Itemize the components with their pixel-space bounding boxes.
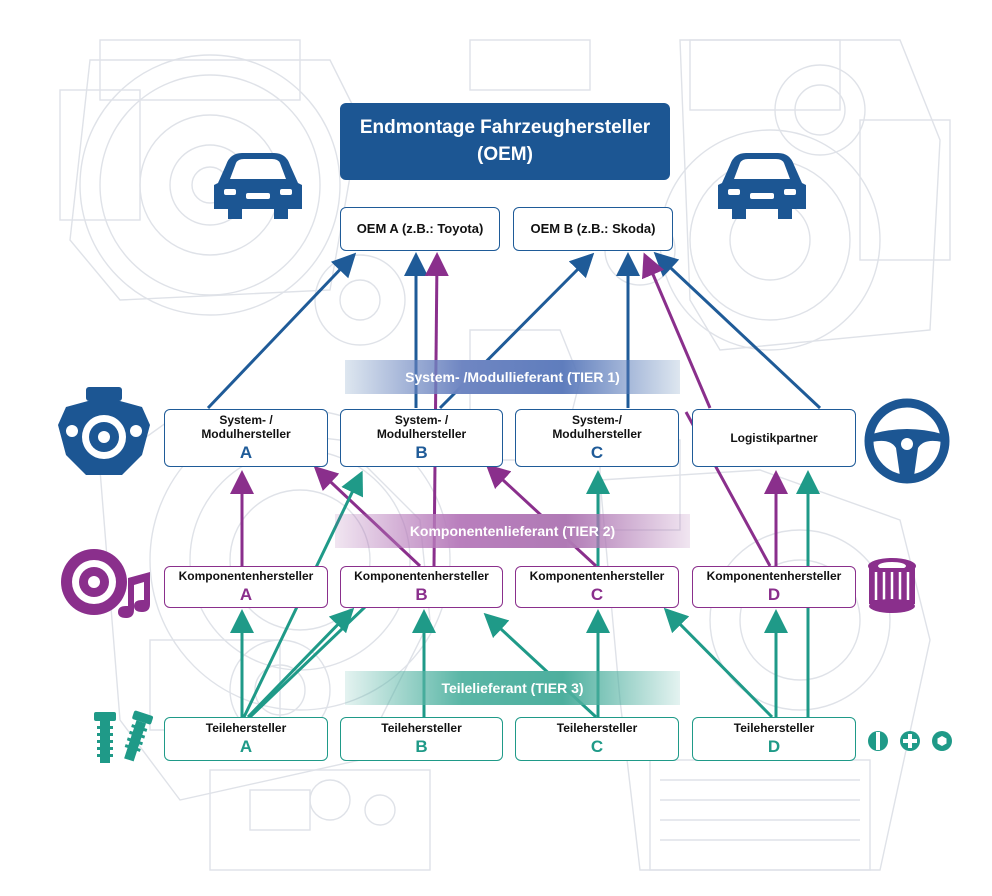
fastener-heads-icon	[868, 731, 952, 751]
tier3-label: Teilehersteller	[733, 721, 815, 736]
oem-b-box: OEM B (z.B.: Skoda)	[513, 207, 673, 251]
tier3-band: Teilelieferant (TIER 3)	[345, 671, 680, 705]
tier3-letter: C	[590, 736, 604, 756]
tier2-letter: A	[239, 584, 253, 604]
oem-main-line2: (OEM)	[477, 143, 533, 165]
car-icon	[718, 153, 806, 219]
tier2-label: Komponentenhersteller	[706, 569, 842, 584]
tier3-label: Teilehersteller	[556, 721, 638, 736]
tier3-label: Teilehersteller	[205, 721, 287, 736]
engine-icon	[58, 387, 150, 475]
tier2-box-c: Komponentenhersteller C	[515, 566, 679, 608]
arrow-logistik-to-oemB-purple	[642, 252, 712, 409]
tier3-letter: A	[239, 736, 253, 756]
arrow-sysA-to-oemA	[206, 252, 357, 410]
tier1-line2: Modulhersteller	[552, 427, 642, 442]
tier3-label: Teilehersteller	[381, 721, 462, 736]
tier1-box-b: System- / Modulhersteller B	[340, 409, 503, 467]
oem-b-label: OEM B (z.B.: Skoda)	[530, 221, 656, 237]
speaker-icon	[61, 549, 150, 618]
tier3-box-d: Teilehersteller D	[692, 717, 856, 761]
tier1-line1: System-/	[571, 412, 623, 427]
tier1-letter: C	[590, 442, 604, 462]
tier2-band: Komponentenlieferant (TIER 2)	[335, 514, 690, 548]
tier1-box-c: System-/ Modulhersteller C	[515, 409, 679, 467]
tier3-letter: B	[415, 736, 428, 756]
tier1-line1: Logistikpartner	[730, 430, 818, 445]
tier3-box-a: Teilehersteller A	[164, 717, 328, 761]
arrow-logistik-to-oemB	[653, 251, 822, 410]
steering-wheel-icon	[864, 398, 950, 484]
tier3-box-b: Teilehersteller B	[340, 717, 503, 761]
oem-a-box: OEM A (z.B.: Toyota)	[340, 207, 500, 251]
tier1-line1: System- /	[394, 412, 449, 427]
oem-a-label: OEM A (z.B.: Toyota)	[356, 221, 484, 237]
tier1-line2: Modulhersteller	[201, 427, 291, 442]
tier1-letter: A	[239, 442, 253, 462]
tier3-box-c: Teilehersteller C	[515, 717, 679, 761]
tier2-label: Komponentenhersteller	[178, 569, 314, 584]
tier2-box-b: Komponentenhersteller B	[340, 566, 503, 608]
arrow-teilA-to-kompB	[246, 607, 355, 719]
tier2-letter: B	[415, 584, 428, 604]
tier2-label: Komponentenhersteller	[529, 569, 665, 584]
tier1-box-a: System- / Modulhersteller A	[164, 409, 328, 467]
tier3-letter: D	[767, 736, 781, 756]
tier1-band: System- /Modullieferant (TIER 1)	[345, 360, 680, 394]
oem-main-line1: Endmontage Fahrzeughersteller	[359, 116, 651, 138]
tier1-line1: System- /	[219, 412, 273, 427]
oem-main-box: Endmontage Fahrzeughersteller (OEM)	[340, 103, 670, 180]
tier2-letter: D	[767, 584, 781, 604]
tier1-line2: Modulhersteller	[376, 427, 467, 442]
screw-icon	[94, 710, 154, 763]
air-filter-icon	[868, 558, 916, 613]
tier2-label: Komponentenhersteller	[354, 569, 489, 584]
tier2-box-d: Komponentenhersteller D	[692, 566, 856, 608]
arrow-teilD-to-kompC	[663, 607, 774, 719]
tier2-box-a: Komponentenhersteller A	[164, 566, 328, 608]
arrow-teilA-to-kompD	[248, 604, 368, 719]
tier2-letter: C	[590, 584, 604, 604]
car-icon	[214, 153, 302, 219]
tier1-box-logistik: Logistikpartner	[692, 409, 856, 467]
tier1-letter: B	[415, 442, 428, 462]
